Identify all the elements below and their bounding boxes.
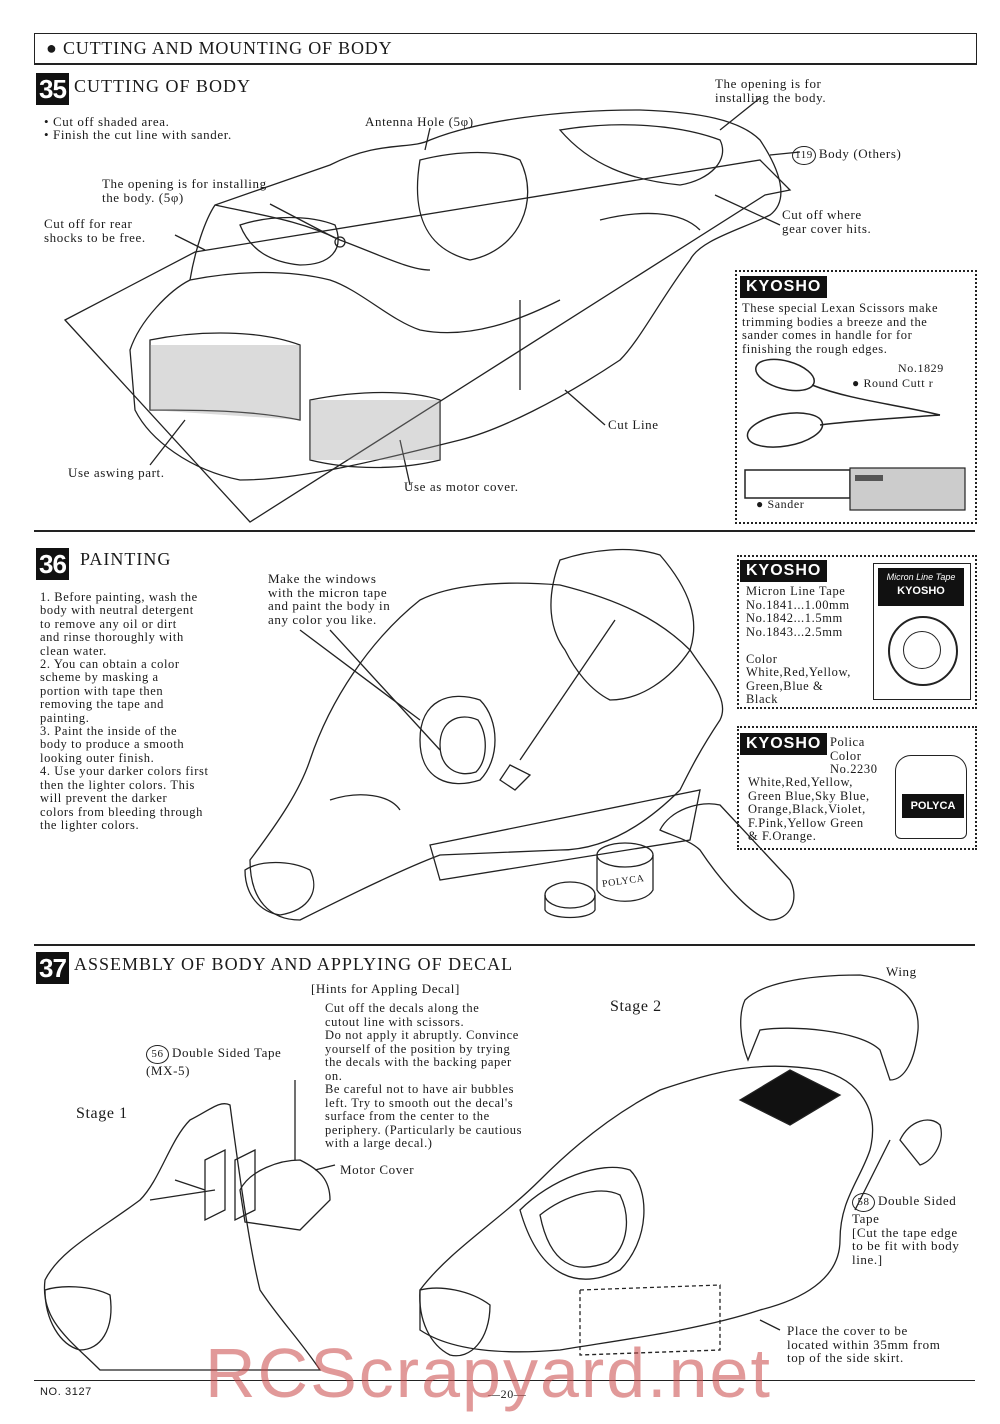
stage-1-label: Stage 1 bbox=[76, 1105, 128, 1122]
part-number-119: 119 bbox=[792, 146, 816, 165]
micron-tape-box bbox=[737, 555, 977, 709]
label-use-wing: Use aswing part. bbox=[68, 465, 165, 480]
label-opening-top: The opening is for installing the body. bbox=[715, 76, 827, 105]
label-cover-note: Place the cover to be located within 35m… bbox=[787, 1323, 941, 1365]
polica-jar-label: POLYCA bbox=[902, 794, 964, 818]
document-number: NO. 3127 bbox=[40, 1386, 92, 1398]
step-36-number: 36 bbox=[36, 548, 69, 580]
label-motor-cover: Motor Cover bbox=[340, 1162, 415, 1177]
kyosho-logo-3: KYOSHO bbox=[740, 733, 828, 755]
micron-tape-package-brand: KYOSHO bbox=[897, 585, 945, 597]
decal-hints: Cut off the decals along the cutout line… bbox=[325, 1001, 523, 1150]
step-37-number: 37 bbox=[36, 952, 69, 984]
section-title: ● CUTTING AND MOUNTING OF BODY bbox=[46, 38, 393, 58]
page-number: —20— bbox=[488, 1387, 527, 1401]
label-antenna-hole: Antenna Hole (5φ) bbox=[365, 114, 474, 129]
part-name-body: Body (Others) bbox=[818, 146, 902, 161]
polica-color-box bbox=[737, 726, 977, 850]
scissors-label: ● Round Cutt r bbox=[852, 376, 934, 390]
label-windows-note: Make the windows with the micron tape an… bbox=[268, 571, 391, 627]
label-rear-shocks: Cut off for rear shocks to be free. bbox=[44, 216, 146, 245]
footer-divider bbox=[34, 1380, 975, 1381]
tape-roll-icon bbox=[888, 616, 958, 686]
section-header-box bbox=[34, 33, 977, 65]
step-35-bullet-2: • Finish the cut line with sander. bbox=[44, 127, 232, 142]
kyosho-logo-1: KYOSHO bbox=[740, 276, 828, 298]
step-37-title: ASSEMBLY OF BODY AND APPLYING OF DECAL bbox=[74, 954, 514, 974]
polica-name: Polica Color No.2230 bbox=[830, 735, 878, 776]
kyosho-scissors-text: These special Lexan Scissors make trimmi… bbox=[742, 301, 939, 356]
part-name-tape-56: Double Sided Tape (MX-5) bbox=[146, 1045, 282, 1078]
part-name-tape-58: Double Sided Tape [Cut the tape edge to … bbox=[852, 1193, 960, 1267]
label-wing: Wing bbox=[886, 964, 917, 979]
divider-2 bbox=[34, 944, 975, 946]
micron-tape-text: Micron Line Tape No.1841...1.00mm No.184… bbox=[746, 584, 851, 706]
micron-tape-package-header: Micron Line Tape KYOSHO bbox=[878, 568, 964, 606]
polica-jar-icon: POLYCA bbox=[895, 755, 967, 839]
kyosho-scissors-box bbox=[735, 270, 977, 524]
label-cut-line: Cut Line bbox=[608, 417, 659, 432]
step-35-number: 35 bbox=[36, 73, 69, 105]
divider-1 bbox=[34, 530, 975, 532]
painting-instructions: 1. Before painting, wash the body with n… bbox=[40, 590, 209, 832]
decal-hints-title: [Hints for Appling Decal] bbox=[311, 981, 460, 996]
stage-2-label: Stage 2 bbox=[610, 998, 662, 1015]
watermark: RCScrapyard.net bbox=[205, 1334, 772, 1412]
micron-tape-package-title: Micron Line Tape bbox=[886, 572, 956, 582]
label-gear-cover: Cut off where gear cover hits. bbox=[782, 207, 872, 236]
sander-label: ● Sander bbox=[756, 497, 805, 511]
scissors-number: No.1829 bbox=[898, 361, 944, 375]
micron-tape-package: Micron Line Tape KYOSHO bbox=[873, 563, 971, 700]
step-35-bullet-1: • Cut off shaded area. bbox=[44, 114, 170, 129]
label-use-motor: Use as motor cover. bbox=[404, 479, 519, 494]
label-opening-mid: The opening is for installing the body. … bbox=[102, 176, 267, 205]
step-36-title: PAINTING bbox=[80, 549, 172, 569]
step-35-title: CUTTING OF BODY bbox=[74, 76, 251, 96]
kyosho-logo-2: KYOSHO bbox=[740, 560, 828, 582]
polica-colors: White,Red,Yellow, Green Blue,Sky Blue, O… bbox=[748, 775, 870, 843]
